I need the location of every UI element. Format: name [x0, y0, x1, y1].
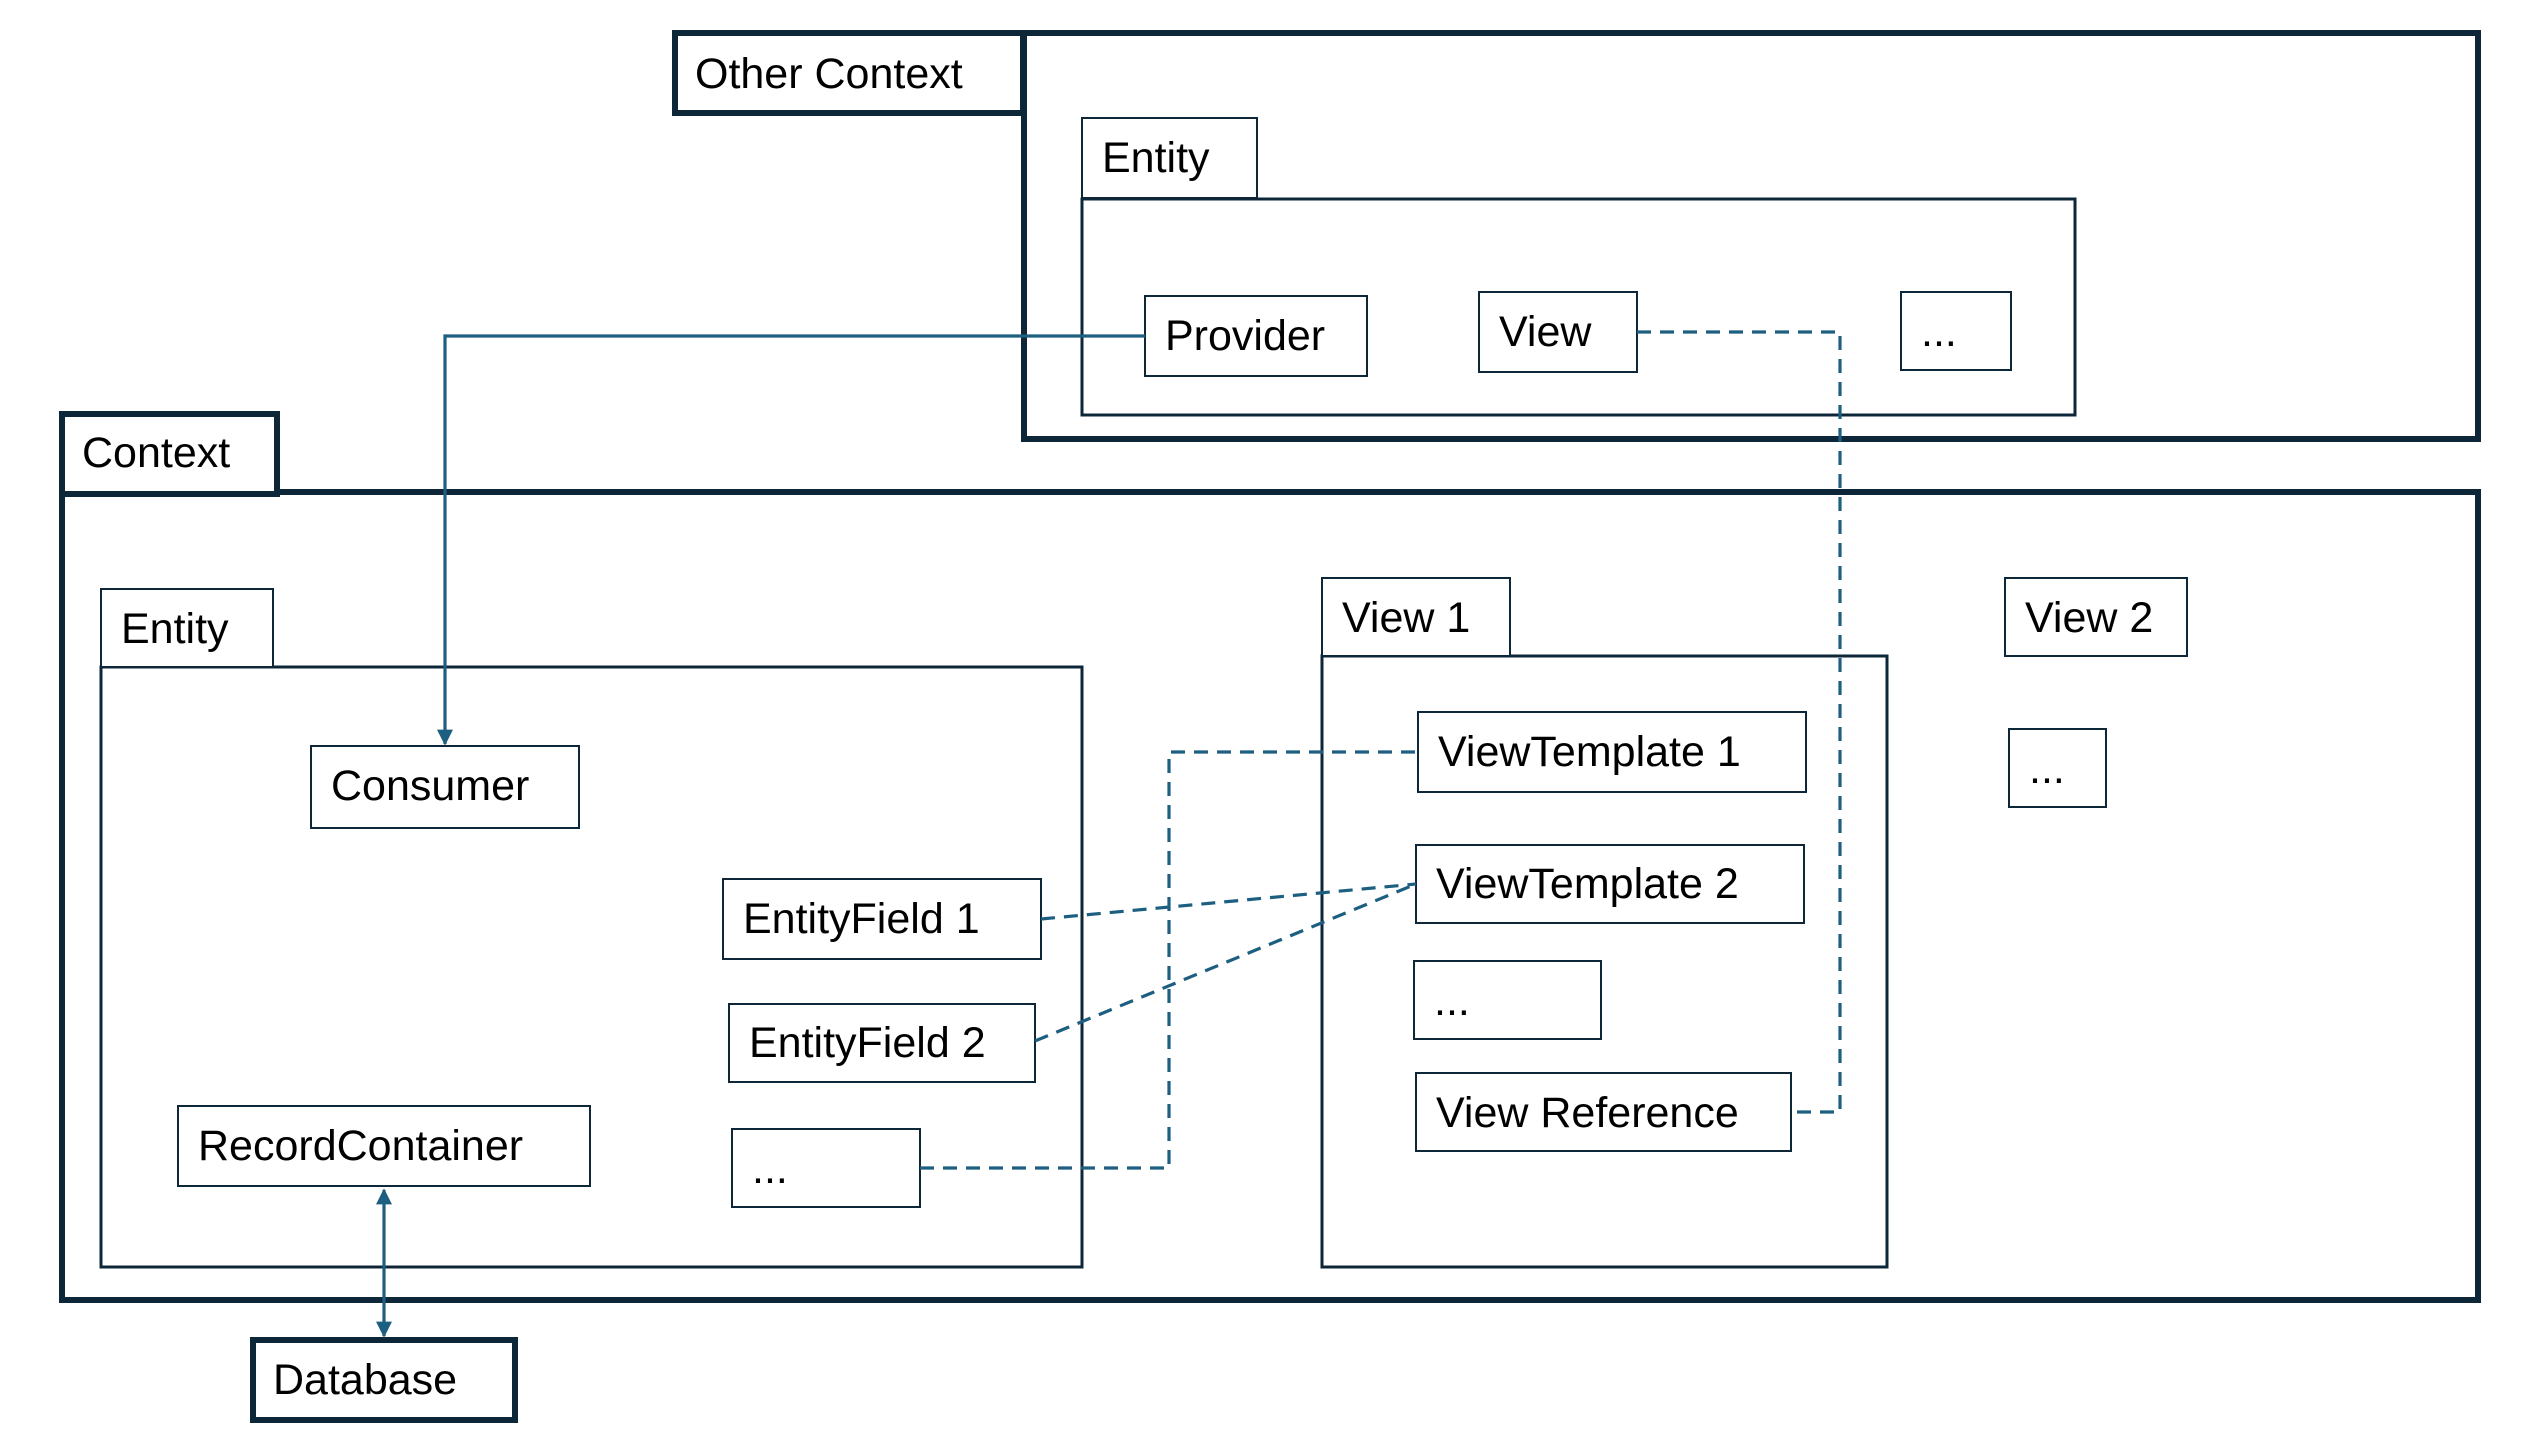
record-container-label: RecordContainer [198, 1122, 523, 1170]
entity-field-2-node [728, 1003, 1036, 1083]
other-view-label: View [1499, 308, 1592, 356]
consumer-label: Consumer [331, 762, 529, 810]
view2-node [2004, 577, 2188, 657]
view-template-2-node [1415, 844, 1805, 924]
view2-title: View 2 [2025, 594, 2153, 642]
other-entity-title-tab [1081, 117, 1258, 199]
database-label: Database [273, 1356, 457, 1404]
provider-label: Provider [1165, 312, 1325, 360]
view1-more-label: ... [1434, 977, 1470, 1025]
view-to-view-reference-link [1637, 330, 1842, 1114]
entity-more-label: ... [752, 1145, 788, 1193]
view2-more-node [2008, 728, 2107, 808]
context-title: Context [82, 429, 230, 477]
entity-more-to-view-template-1-link [920, 750, 1418, 1170]
provider-to-consumer-arrow [437, 334, 1145, 746]
other-context-container: Other Context Entity Provider View ... [672, 30, 2481, 442]
view-reference-label: View Reference [1436, 1089, 1739, 1137]
other-context-title: Other Context [695, 50, 963, 98]
other-entity-more-label: ... [1921, 308, 1957, 356]
view2-more-label: ... [2029, 745, 2065, 793]
view-template-2-label: ViewTemplate 2 [1436, 860, 1739, 908]
entity-field-1-to-view-template-2-link [1040, 882, 1417, 921]
entity-field-2-label: EntityField 2 [749, 1019, 986, 1067]
view1-more-node [1413, 960, 1602, 1040]
record-container-node [177, 1105, 591, 1187]
view-reference-node [1415, 1072, 1792, 1152]
view1-title: View 1 [1342, 594, 1470, 642]
database-node [250, 1337, 518, 1423]
entity-title-tab [100, 588, 274, 668]
entity-title: Entity [121, 605, 229, 653]
context-container: Context Entity Consumer EntityField 1 En… [59, 411, 2481, 1303]
provider-node [1144, 295, 1368, 377]
context-title-tab [59, 411, 280, 497]
view-template-1-label: ViewTemplate 1 [1438, 728, 1741, 776]
other-context-title-tab [672, 30, 1026, 116]
other-entity-more-node [1900, 291, 2012, 371]
entity-field-1-node [722, 878, 1042, 960]
view-template-1-node [1417, 711, 1807, 793]
other-view-node [1478, 291, 1638, 373]
entity-field-1-label: EntityField 1 [743, 895, 980, 943]
consumer-node [310, 745, 580, 829]
view1-title-tab [1321, 577, 1511, 657]
other-entity-title: Entity [1102, 134, 1210, 182]
